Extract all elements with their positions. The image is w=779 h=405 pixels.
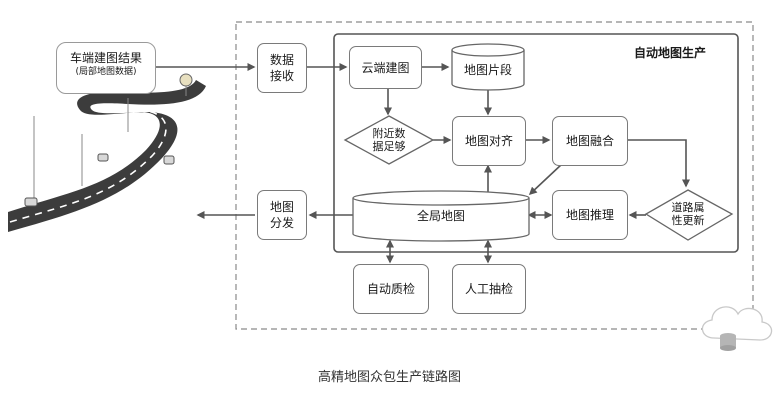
vehicle-map-result-title: 车端建图结果	[69, 51, 142, 65]
auto-qc-box: 自动质检	[353, 264, 429, 314]
production-frame	[333, 33, 739, 253]
figure-caption: 高精地图众包生产链路图	[317, 370, 461, 385]
map-fragments-label: 地图片段	[463, 63, 512, 77]
map-distribute-box: 地图 分发	[257, 190, 307, 240]
map-fuse-box: 地图融合	[552, 116, 628, 166]
data-receive-box: 数据 接收	[257, 43, 307, 93]
production-title: 自动地图生产	[634, 46, 707, 60]
global-map-label: 全局地图	[416, 209, 465, 223]
nearby-enough-label: 附近数 据足够	[372, 127, 406, 153]
arrow-fuse-to-global	[528, 163, 563, 196]
road-attr-diamond-shape	[644, 189, 734, 241]
outer-dashed-boundary	[235, 21, 754, 330]
nearby-enough-diamond-shape	[343, 115, 435, 165]
cloud-database-icon	[701, 306, 773, 351]
map-inference-box: 地图推理	[552, 190, 628, 240]
road-illustration	[8, 73, 206, 232]
vehicle-map-result-subtitle: (局部地图数据)	[75, 67, 137, 77]
map-align-box: 地图对齐	[452, 116, 526, 166]
vehicle-map-result-box: 车端建图结果 (局部地图数据)	[56, 42, 156, 94]
global-map-cylinder-shape	[352, 190, 530, 242]
road-attr-update-label: 道路属 性更新	[671, 201, 705, 227]
arrow-fuse-to-attr	[628, 139, 690, 188]
manual-check-box: 人工抽检	[452, 264, 526, 314]
cloud-build-box: 云端建图	[349, 46, 422, 89]
fragments-cylinder-shape	[451, 43, 525, 91]
